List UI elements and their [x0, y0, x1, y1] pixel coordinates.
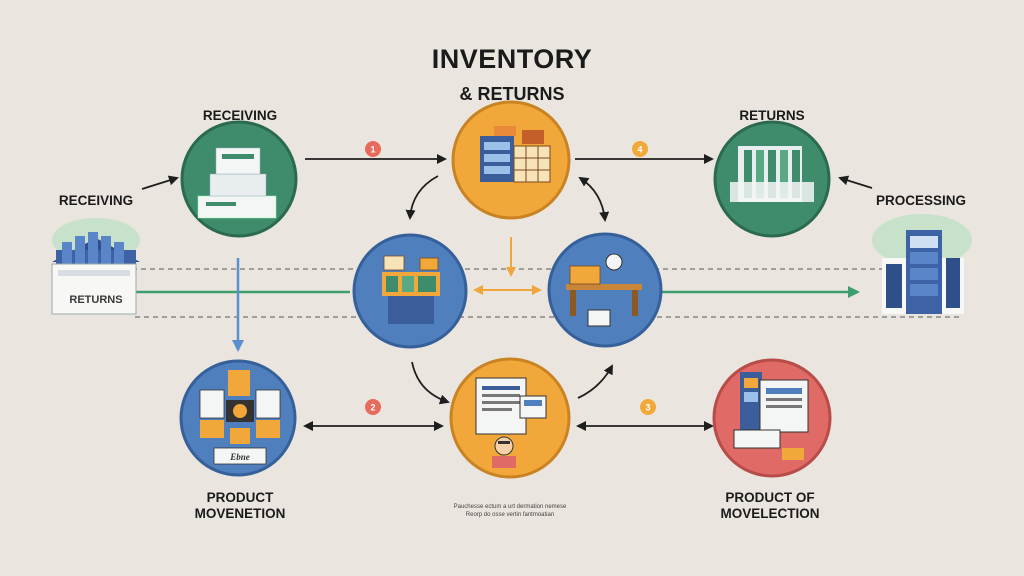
product-movement-circle: [179, 359, 297, 477]
receiving-label-top: RECEIVING: [202, 108, 278, 123]
returns-label-top: RETURNS: [739, 108, 805, 123]
curved-arrow-left-to-bottom: [411, 361, 450, 405]
returns-circle: [713, 120, 831, 238]
receiving-circle: [180, 120, 298, 238]
diagram-title-line2: & RETURNS: [459, 84, 565, 104]
curved-arrow-inventory-to-right: [578, 176, 610, 222]
workstation-circle: [547, 232, 663, 348]
step-badge-3: 3: [640, 399, 656, 415]
diagram-title-line1: INVENTORY: [431, 44, 593, 74]
arrow-processing-to-returns: [838, 175, 873, 189]
svg-text:4: 4: [637, 145, 642, 155]
product-of-circle: [712, 358, 832, 478]
svg-text:2: 2: [370, 403, 375, 413]
product-of-label-line1: PRODUCT OF: [725, 490, 815, 505]
curved-arrow-bottom-to-right: [577, 364, 613, 399]
inventory-circle: [451, 100, 571, 220]
processing-building-icon: [872, 214, 972, 314]
step-badge-4: 4: [632, 141, 648, 157]
step-badge-1: 1: [365, 141, 381, 157]
product-of-label-line2: MOVELECTION: [720, 506, 820, 521]
caption-line1: Pauchesse ectum a urt dermation nemese: [453, 504, 567, 510]
documents-circle: [449, 357, 571, 479]
arrow-left-to-receiving: [141, 175, 179, 190]
step-badge-2: 2: [365, 399, 381, 415]
badge-label: Ebne: [229, 452, 250, 462]
product-movement-label-line1: PRODUCT: [206, 490, 274, 505]
processing-label: PROCESSING: [875, 193, 967, 208]
returns-warehouse-icon: [51, 218, 140, 315]
svg-text:1: 1: [370, 145, 375, 155]
receiving-label-left: RECEIVING: [58, 193, 134, 208]
svg-text:3: 3: [645, 403, 650, 413]
product-movement-label-line2: MOVENETION: [194, 506, 286, 521]
curved-arrow-inventory-to-left: [405, 175, 439, 220]
caption-line2: Reorp do osse vertin fantmoatian: [465, 512, 555, 518]
stock-shelf-circle: [352, 233, 468, 349]
returns-box-label: RETURNS: [69, 294, 122, 306]
